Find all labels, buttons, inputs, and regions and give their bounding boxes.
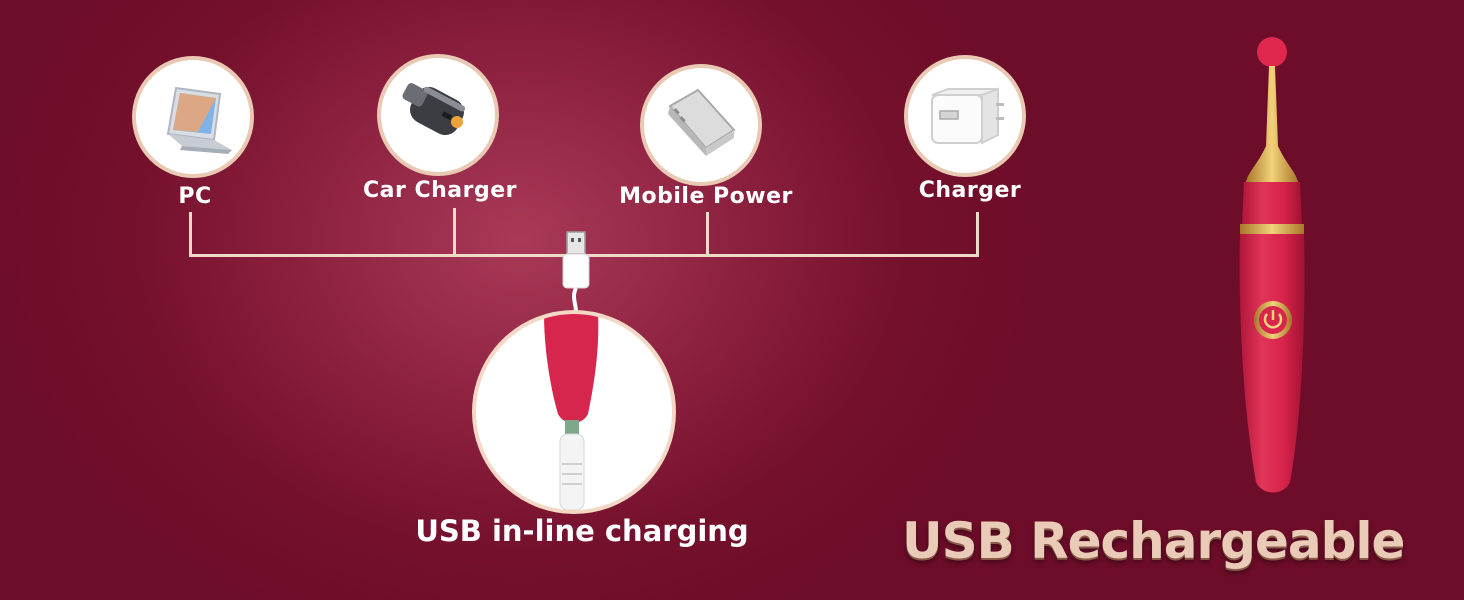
car-charger-label: Car Charger (362, 178, 518, 203)
laptop-icon (166, 86, 232, 154)
usb-rechargeable-headline: USB Rechargeable (902, 512, 1405, 570)
car-charger-icon (402, 83, 466, 136)
pc-circle (132, 56, 254, 178)
power-bank-icon (668, 88, 736, 156)
car-charger-circle (377, 54, 499, 176)
connector-pc-drop (189, 212, 192, 257)
connector-charger-drop (976, 212, 979, 257)
wall-charger-circle (904, 55, 1026, 177)
inline-charging-circle (472, 310, 676, 514)
power-bank-circle (640, 64, 762, 186)
wall-charger-icon (931, 87, 1004, 145)
pc-label: PC (178, 184, 212, 209)
product-device-image (1239, 37, 1305, 493)
connector-power-drop (706, 212, 709, 256)
inline-charging-illustration (544, 314, 599, 510)
connector-car-drop (453, 208, 456, 256)
mobile-power-label: Mobile Power (619, 184, 793, 209)
charger-label: Charger (918, 178, 1022, 203)
inline-charging-caption: USB in-line charging (415, 514, 749, 548)
usb-plug-icon (562, 231, 590, 320)
